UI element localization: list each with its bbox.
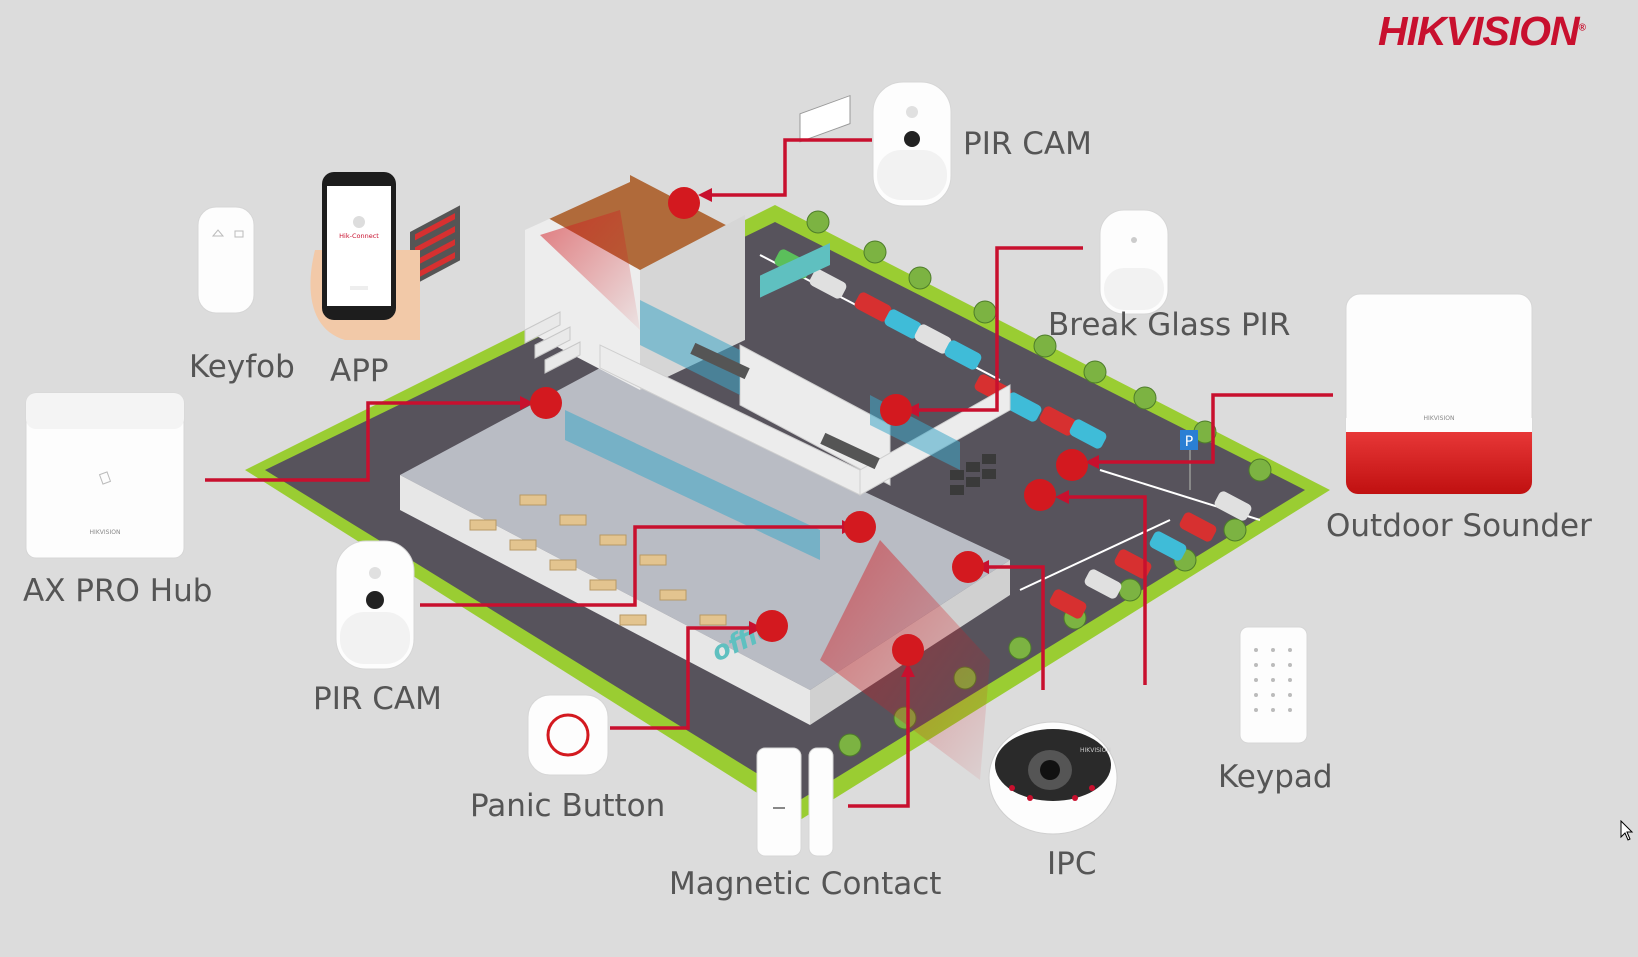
mouse-cursor-icon xyxy=(1620,820,1634,841)
marker-panic-button xyxy=(756,610,788,642)
marker-pir-cam-left xyxy=(844,511,876,543)
marker-break-glass xyxy=(880,394,912,426)
marker-ipc xyxy=(952,551,984,583)
pir-camera-icon xyxy=(872,81,952,207)
svg-text:HIKVISION: HIKVISION xyxy=(90,529,121,536)
marker-magnetic-contact xyxy=(892,634,924,666)
building-wall-left xyxy=(400,475,810,725)
whiteboard xyxy=(799,94,851,143)
label-panic-button: Panic Button xyxy=(470,788,666,824)
connector-lines xyxy=(205,138,1333,808)
panic-button-icon xyxy=(527,694,609,776)
office-desks xyxy=(469,494,727,626)
keyfob-icon xyxy=(197,206,255,314)
svg-text:P: P xyxy=(1185,434,1193,450)
svg-text:HIKVISION: HIKVISION xyxy=(1080,747,1111,754)
label-keyfob: Keyfob xyxy=(189,349,295,385)
pir-beam-upper xyxy=(540,210,640,330)
app-screen-text: Hik-Connect xyxy=(339,232,379,240)
label-ipc: IPC xyxy=(1047,846,1097,882)
parking-sign: P xyxy=(1180,430,1198,490)
device-markers xyxy=(530,187,1088,666)
stairs xyxy=(524,311,581,374)
dome-camera-icon: HIKVISION xyxy=(988,721,1118,835)
label-keypad: Keypad xyxy=(1218,759,1333,795)
label-magnetic-contact: Magnetic Contact xyxy=(669,866,942,902)
break-glass-pir-icon xyxy=(1099,209,1169,315)
monitor-wall xyxy=(950,454,996,495)
marker-keypad xyxy=(1024,479,1056,511)
label-outdoor-sounder: Outdoor Sounder xyxy=(1326,508,1592,544)
svg-text:HIKVISION: HIKVISION xyxy=(1424,415,1455,422)
label-pir-cam-top: PIR CAM xyxy=(963,126,1092,162)
label-break-glass-pir: Break Glass PIR xyxy=(1048,307,1291,343)
meeting-tables xyxy=(690,342,880,470)
hub-icon: HIKVISION xyxy=(25,392,185,559)
label-ax-pro-hub: AX PRO Hub xyxy=(23,573,213,609)
smartphone-app-icon: Hik-Connect xyxy=(310,172,420,340)
shelves xyxy=(410,205,460,287)
siren-icon: HIKVISION xyxy=(1345,293,1533,495)
hikvision-logo: HIKVISION® xyxy=(1378,8,1586,54)
marker-hub-zone xyxy=(530,387,562,419)
door-contact-icon xyxy=(756,747,834,857)
marker-pir-cam-upper xyxy=(668,187,700,219)
keypad-icon xyxy=(1239,626,1308,744)
reception-desk xyxy=(760,242,830,298)
marker-outdoor-sounder xyxy=(1056,449,1088,481)
label-app: APP xyxy=(330,353,389,389)
label-pir-cam-left: PIR CAM xyxy=(313,681,442,717)
upper-room-back-wall xyxy=(525,160,630,230)
pir-camera-icon xyxy=(335,540,415,670)
